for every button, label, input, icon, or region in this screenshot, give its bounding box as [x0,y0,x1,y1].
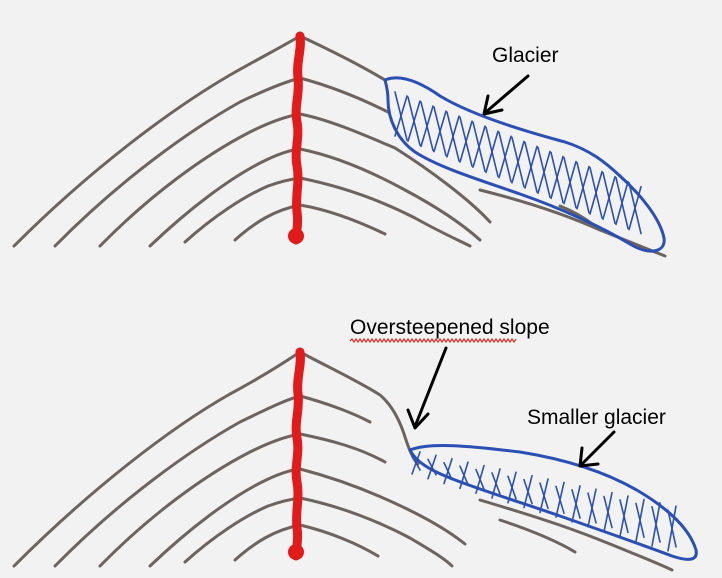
smaller-glacier-label: Smaller glacier [527,406,666,429]
rock-stratum [298,203,387,236]
hatch-stroke [524,145,538,189]
rock-stratum [183,496,302,564]
hatch-stroke [602,175,616,220]
hatch-stroke [394,95,408,137]
arrow-head [482,94,504,116]
hatch-stroke [446,115,460,158]
rock-stratum [298,523,380,558]
rock-stratum [298,394,372,424]
hatch-stroke [485,130,499,174]
hatch-stroke [427,458,437,476]
arrow-shaft [414,346,448,426]
hatch-stroke [433,110,447,153]
rock-stratum [53,76,302,248]
hatch-stroke [587,492,597,524]
oversteepened-arrow [406,346,448,430]
hatch-stroke [459,120,473,163]
bottom-red-vein [291,347,305,561]
rock-stratum [298,76,390,114]
bottom-vein-blob [288,544,304,560]
hatch-stroke [537,150,551,194]
top-vein-blob [288,228,304,244]
top-glacier [383,76,666,253]
glacier-outline [383,76,666,253]
rock-stratum [12,34,302,248]
hatch-stroke [420,105,434,148]
hatch-stroke [523,478,533,505]
arrow-head [578,446,600,468]
top-mountain [12,34,667,258]
bottom-mountain [12,350,674,572]
hatch-stroke [443,461,453,481]
hatch-stroke [589,170,603,215]
hatch-stroke [472,125,486,168]
hatch-stroke [619,499,629,534]
hatch-stroke [615,180,629,226]
hatch-stroke [459,465,469,486]
glacier-hatching [411,451,677,552]
arrow-head [406,408,430,430]
hatch-stroke [550,155,564,200]
hatch-stroke [539,482,549,510]
rock-stratum [98,432,302,568]
hatch-stroke [498,135,512,179]
arrow-shaft [484,74,530,114]
hatch-stroke [475,468,485,491]
smaller-glacier-arrow [578,430,616,468]
hatch-stroke [563,160,577,205]
rock-stratum [53,394,302,568]
rock-stratum [98,112,302,248]
glacier-arrow [482,74,530,116]
hatch-stroke [491,472,501,495]
rock-stratum [148,467,302,568]
hatch-stroke [651,505,661,543]
glacier-label: Glacier [492,44,559,67]
rock-stratum [148,147,302,248]
hatch-stroke [407,100,421,142]
hatch-stroke [603,495,613,529]
hatch-stroke [507,475,517,500]
glacier-hatching [394,91,642,235]
rock-stratum [12,350,302,568]
rock-stratum [298,496,454,568]
oversteepened-slope-label: Oversteepened slope [350,316,550,339]
hatch-stroke [576,165,590,210]
rock-stratum [298,176,472,248]
hatch-stroke [411,455,421,471]
rock-stratum [498,518,577,554]
top-red-vein [291,31,305,245]
hatch-stroke [635,502,645,539]
spellcheck-squiggle [349,337,517,344]
hatch-stroke [667,509,677,548]
hatch-stroke [555,485,565,515]
rock-stratum [478,498,674,572]
rock-stratum [478,188,667,258]
hatch-stroke [511,140,525,184]
hatch-stroke [571,489,581,519]
rock-stratum [298,432,387,464]
arrow-shaft [580,430,616,466]
rock-stratum [183,176,302,244]
rock-stratum [298,467,467,546]
rock-stratum [298,112,492,224]
rock-stratum [298,34,387,82]
rock-stratum [298,350,420,466]
bottom-glacier [408,444,698,561]
hatch-stroke [628,185,642,231]
rock-stratum [298,147,482,242]
